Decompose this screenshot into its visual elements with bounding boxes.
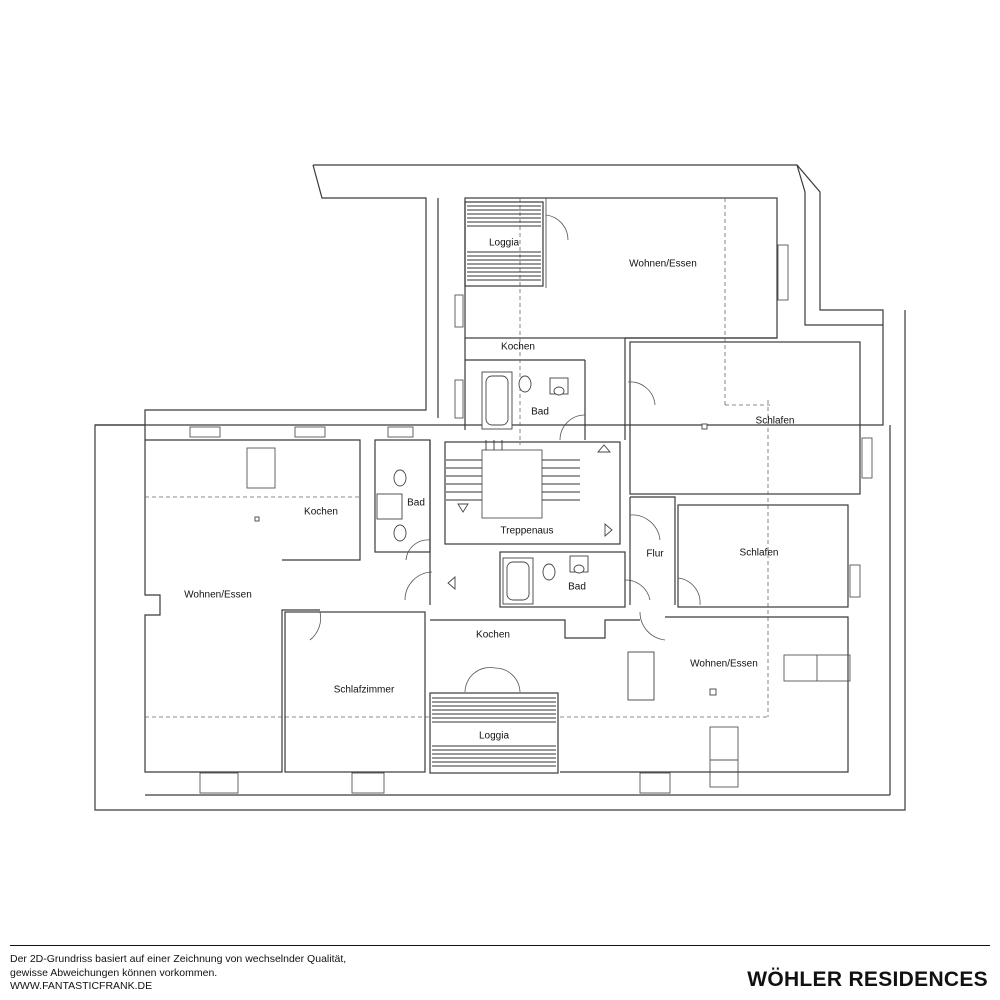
loggia-top-hatch <box>464 201 569 287</box>
room-label-wohnen-essen-top: Wohnen/Essen <box>629 259 697 270</box>
loggia-bottom-hatch <box>429 692 559 774</box>
bath-top-fixtures <box>481 371 656 441</box>
windows <box>189 244 873 794</box>
room-label-schlafzimmer: Schlafzimmer <box>334 685 395 696</box>
room-label-kochen-top: Kochen <box>501 342 535 353</box>
disclaimer-line-1: Der 2D-Grundriss basiert auf einer Zeich… <box>10 953 347 965</box>
room-label-treppenaus: Treppenaus <box>501 526 554 537</box>
room-labels: Loggia Wohnen/Essen Kochen Bad Schlafen … <box>184 238 794 742</box>
brand-logo-text: WÖHLER RESIDENCES <box>747 968 988 991</box>
bottom-walls <box>254 423 851 788</box>
room-label-loggia-bottom: Loggia <box>479 731 509 742</box>
left-apartment-walls <box>144 425 433 773</box>
footer-divider <box>10 945 990 946</box>
right-apartment-walls <box>560 400 849 718</box>
room-label-bad-center: Bad <box>568 582 586 593</box>
room-label-kochen-bottom: Kochen <box>476 630 510 641</box>
disclaimer-line-2: gewisse Abweichungen können vorkommen. <box>10 966 218 979</box>
footer-disclaimer: Der 2D-Grundriss basiert auf einer Zeich… <box>10 953 530 994</box>
stair-hall <box>444 440 621 590</box>
room-label-schlafen-upper: Schlafen <box>756 416 795 427</box>
room-label-bad-top: Bad <box>531 407 549 418</box>
room-label-loggia-top: Loggia <box>489 238 519 249</box>
room-label-bad-left: Bad <box>407 498 425 509</box>
room-label-wohnen-essen-left: Wohnen/Essen <box>184 590 252 601</box>
room-label-wohnen-essen-bottom: Wohnen/Essen <box>690 659 758 670</box>
room-label-kochen-left: Kochen <box>304 507 338 518</box>
room-label-schlafen-lower: Schlafen <box>740 548 779 559</box>
outer-walls <box>94 164 906 811</box>
website-link[interactable]: WWW.FANTASTICFRANK.DE <box>10 980 153 992</box>
room-label-flur: Flur <box>646 549 664 560</box>
floor-plan: Loggia Wohnen/Essen Kochen Bad Schlafen … <box>94 164 906 811</box>
bath-center-fixtures <box>499 551 651 608</box>
